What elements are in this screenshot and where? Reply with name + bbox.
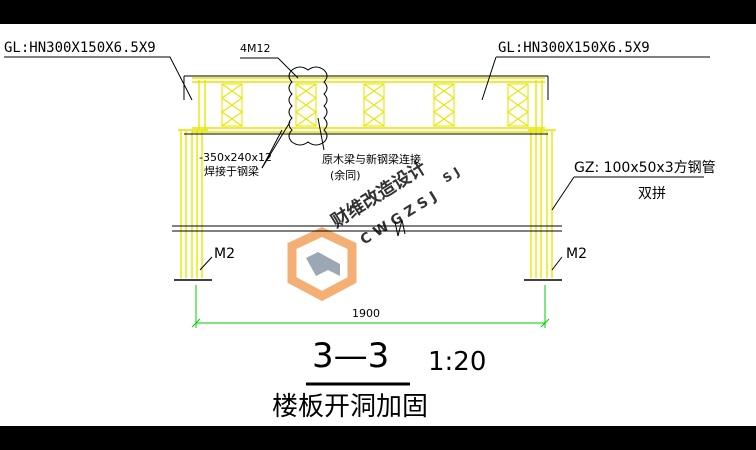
connection-note-line2: (余同) [330, 168, 361, 182]
right-column [528, 80, 556, 278]
bolt-lattices [221, 83, 529, 127]
plate-label: -350x240x12 [199, 151, 272, 164]
bolt-lattice-3 [363, 83, 385, 127]
column-note: 双拼 [638, 186, 666, 202]
column-label: GZ: 100x50x3方钢管 [574, 160, 716, 176]
watermark-text-latin-small: S J [440, 165, 462, 186]
steel-beam-upper-outline [183, 75, 549, 135]
anchor-label-right: M2 [566, 246, 587, 262]
beam-label-right: GL:HN300X150X6.5X9 [498, 40, 650, 56]
section-id: 3—3 [312, 336, 389, 376]
leader-lines [4, 56, 710, 271]
bolt-lattice-5 [507, 83, 529, 127]
bolt-label: 4M12 [240, 42, 271, 55]
bolt-lattice-1 [221, 83, 243, 127]
steel-beam-upper [192, 77, 545, 133]
bolt-revision-cloud [288, 66, 328, 146]
watermark-hexagon-inner [306, 252, 340, 276]
bolt-lattice-4 [433, 83, 455, 127]
dimension-1900 [191, 285, 550, 328]
beam-label-left: GL:HN300X150X6.5X9 [4, 40, 156, 56]
drawing-sheet [0, 24, 756, 426]
existing-beam-lower [172, 219, 562, 237]
watermark-logo [287, 227, 357, 302]
dimension-label: 1900 [352, 307, 380, 320]
plate-note: 焊接于钢梁 [204, 164, 259, 178]
left-column [178, 80, 208, 278]
bolt-lattice-2 [295, 83, 317, 127]
drawing-title: 楼板开洞加固 [272, 392, 428, 422]
anchor-label-left: M2 [214, 246, 235, 262]
connection-note-line1: 原木梁与新钢梁连接 [322, 152, 421, 166]
scale-label: 1:20 [428, 347, 486, 377]
watermark-hexagon [287, 227, 357, 302]
